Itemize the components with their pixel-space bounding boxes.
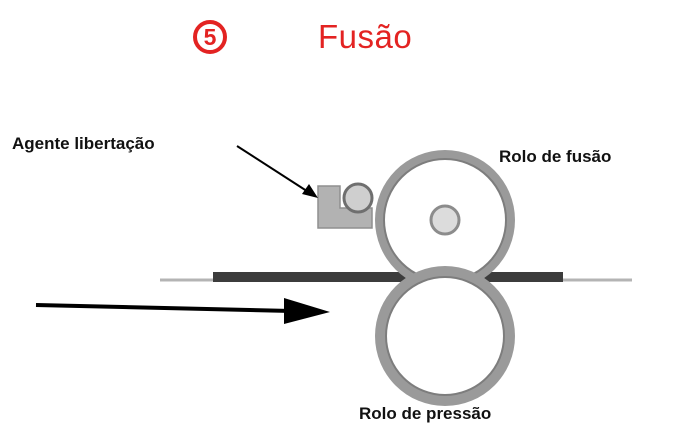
release-agent-roller (342, 182, 374, 214)
release-agent-leader (236, 145, 318, 198)
diagram-title: Fusão (318, 18, 413, 55)
fuser-roller (375, 150, 515, 290)
arrow-right-icon (35, 298, 330, 324)
release-agent-applicator (317, 182, 374, 229)
toner-sheet (213, 272, 563, 282)
fuser-roller-label: Rolo de fusão (499, 147, 612, 166)
pressure-roller (375, 266, 515, 406)
step-number-badge: 5 (193, 20, 227, 54)
pressure-roller-label: Rolo de pressão (359, 404, 492, 423)
fuser-roller-core (429, 204, 461, 236)
diagram-header: 5 Fusão (0, 16, 680, 66)
release-agent-label: Agente libertação (12, 134, 155, 153)
